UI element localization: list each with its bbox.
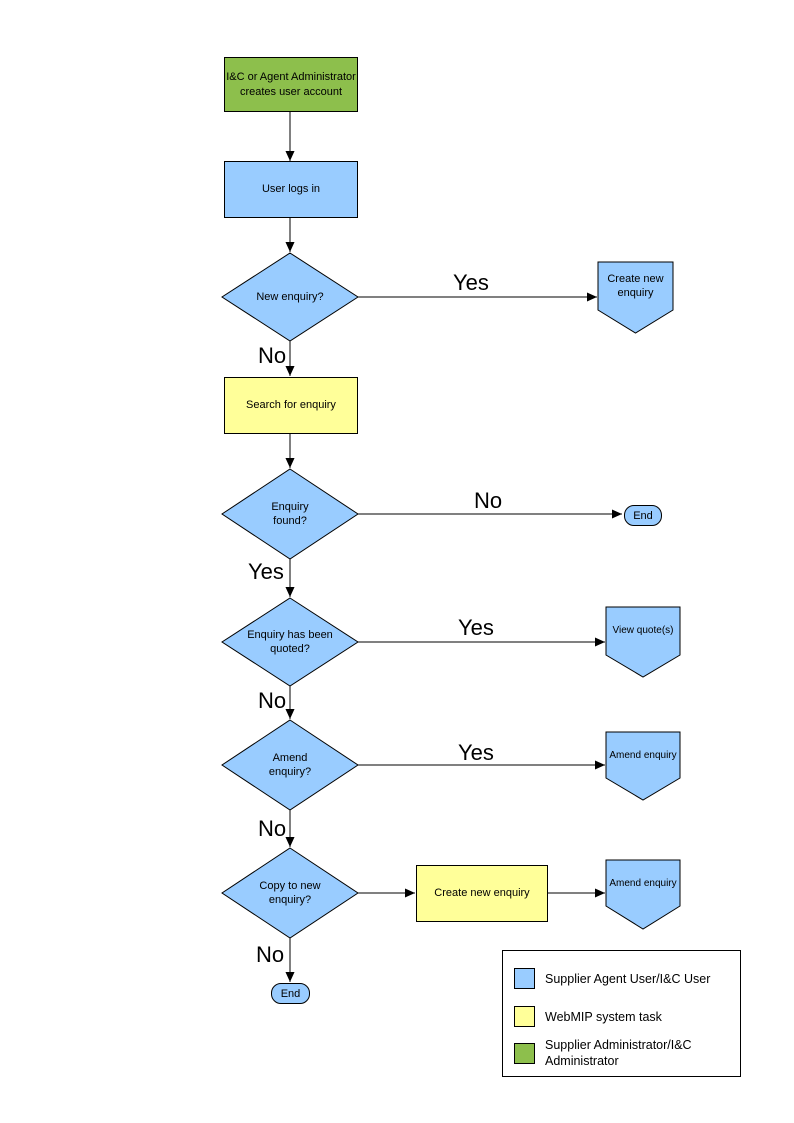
edge-label-no-new-enquiry: No <box>258 343 287 368</box>
decision-amend-enquiry-label: Amend enquiry? <box>268 751 312 778</box>
legend-swatch-admin <box>514 1042 535 1064</box>
terminator-end-bottom-label: End <box>280 987 301 1000</box>
offpage-view-quotes-label: View quote(s) <box>612 624 674 636</box>
edges <box>285 112 622 982</box>
process-create-new-enquiry-2-label: Create new enquiry <box>434 887 530 900</box>
process-user-logs-in <box>224 161 358 218</box>
decision-new-enquiry-shape <box>221 252 359 342</box>
legend-item-user: Supplier Agent User/I&C User <box>514 968 733 989</box>
edge-label-yes-new-enquiry: Yes <box>453 270 489 295</box>
legend-swatch-system <box>514 1006 535 1027</box>
process-search-for-enquiry-label: Search for enquiry <box>246 399 336 412</box>
offpage-amend-enquiry-shape <box>605 731 681 801</box>
decision-enquiry-found-shape <box>221 468 359 560</box>
offpage-view-quotes-shape <box>605 606 681 678</box>
edge-label-yes-quoted: Yes <box>458 615 494 640</box>
process-admin-creates-account <box>224 57 358 112</box>
process-admin-creates-account-label: I&C or Agent Administrator creates user … <box>226 71 356 98</box>
offpage-amend-enquiry-2-shape <box>605 859 681 930</box>
decision-new-enquiry-label: New enquiry? <box>256 290 324 303</box>
legend-item-admin: Supplier Administrator/I&C Administrator <box>514 1037 733 1069</box>
offpage-amend-enquiry-2-label: Amend enquiry <box>609 877 677 889</box>
decision-copy-to-new-label: Copy to new enquiry? <box>259 879 321 906</box>
process-create-new-enquiry-2 <box>416 865 548 922</box>
terminator-end-top-label: End <box>633 509 653 522</box>
edge-label-no-quoted: No <box>258 688 287 713</box>
legend-label-system: WebMIP system task <box>545 1009 662 1024</box>
decision-enquiry-quoted-label: Enquiry has been quoted? <box>247 628 333 655</box>
decision-enquiry-found-label: Enquiry found? <box>271 500 309 527</box>
offpage-create-new-enquiry-label: Create new enquiry <box>607 272 664 299</box>
legend-label-admin: Supplier Administrator/I&C Administrator <box>545 1038 692 1068</box>
terminator-end-bottom: End <box>271 983 310 1004</box>
edge-label-yes-enquiry-found: Yes <box>248 559 284 584</box>
edge-label-no-amend: No <box>258 816 287 841</box>
offpage-amend-enquiry-label: Amend enquiry <box>609 749 677 761</box>
edge-label-no-copy: No <box>256 942 285 967</box>
edge-label-yes-amend: Yes <box>458 740 494 765</box>
legend: Supplier Agent User/I&C User WebMIP syst… <box>502 950 741 1077</box>
decision-copy-to-new-shape <box>221 847 359 939</box>
legend-swatch-user <box>514 968 535 989</box>
decision-amend-enquiry-shape <box>221 719 359 811</box>
process-search-for-enquiry <box>224 377 358 434</box>
edge-label-no-enquiry-found: No <box>474 488 503 513</box>
legend-item-system: WebMIP system task <box>514 1006 733 1027</box>
terminator-end-top: End <box>624 505 662 526</box>
offpage-create-new-enquiry-shape <box>597 261 674 334</box>
legend-label-user: Supplier Agent User/I&C User <box>545 971 711 986</box>
process-user-logs-in-label: User logs in <box>261 183 321 196</box>
decision-enquiry-quoted-shape <box>221 597 359 687</box>
